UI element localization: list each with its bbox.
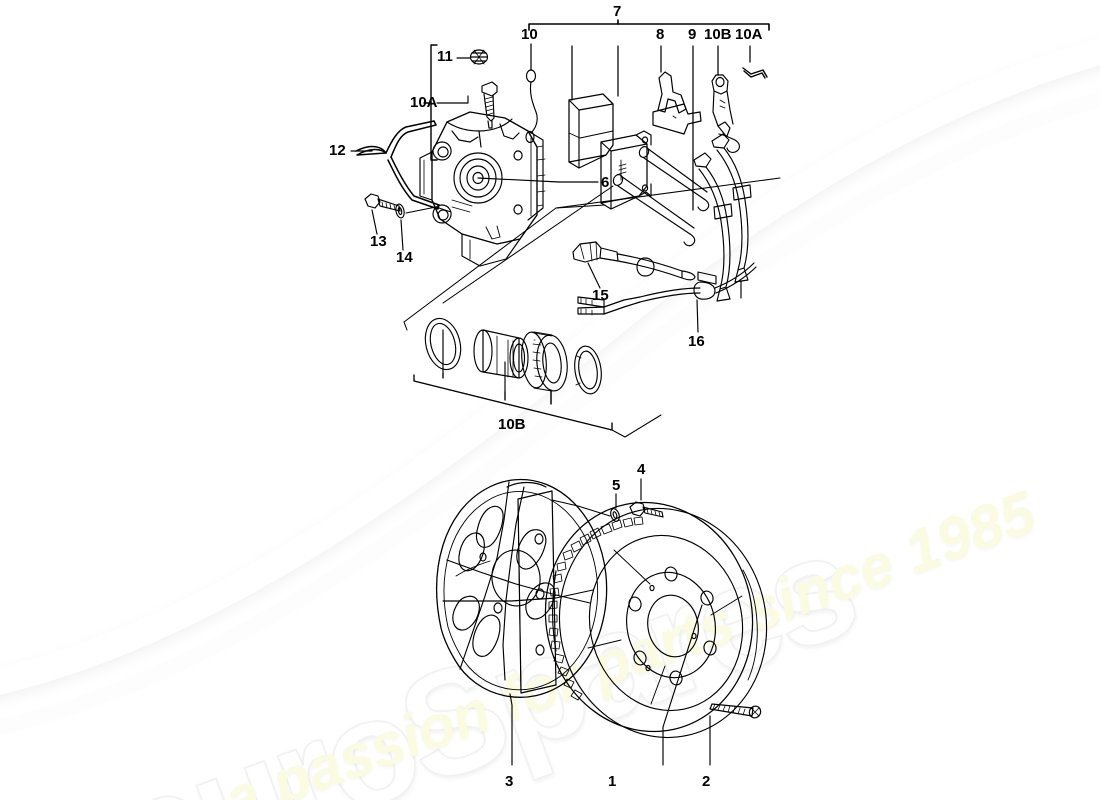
brake-pad-inner xyxy=(600,130,652,210)
brake-dust-shield xyxy=(436,478,608,698)
callout-1: 1 xyxy=(608,773,617,790)
leader-12 xyxy=(436,95,469,104)
callout-9: 9 xyxy=(688,26,697,43)
callout-11: 10B xyxy=(498,416,526,433)
callout-14: 12 xyxy=(329,142,346,159)
callout-10a: 10A xyxy=(735,27,763,42)
callout-17: 15 xyxy=(592,287,609,304)
piston-retaining-ring xyxy=(574,345,602,395)
callout-17a: 16 xyxy=(688,334,705,349)
callout-8: 8 xyxy=(656,26,665,43)
callout-2: 2 xyxy=(702,773,711,790)
callout-17a-num: 16 xyxy=(688,333,705,350)
retaining-clip-a xyxy=(742,67,768,79)
leader-16 xyxy=(400,219,404,251)
leader-17 xyxy=(587,262,601,289)
retaining-clip-b xyxy=(711,74,741,153)
leader-3 xyxy=(509,693,513,766)
caliper-mounting-bolt xyxy=(364,193,401,212)
callout-10b: 10B xyxy=(704,27,732,42)
callout-15: 13 xyxy=(370,233,387,250)
callout-5: 5 xyxy=(612,477,621,494)
leader-1 xyxy=(662,604,703,766)
caliper-piston xyxy=(473,329,529,379)
bleeder-valve-dust-cap xyxy=(469,49,489,65)
brake-pad-outer xyxy=(568,93,614,169)
pad-retaining-spring-cross xyxy=(652,71,702,135)
callout-4: 4 xyxy=(637,461,646,478)
callout-13: 11 xyxy=(437,48,453,65)
callout-10b-num: 10B xyxy=(704,26,732,43)
callout-3: 3 xyxy=(505,773,514,790)
piston-dust-boot xyxy=(521,331,568,392)
callout-7: 7 xyxy=(613,3,622,20)
brake-hose-lower xyxy=(693,152,733,302)
pad-retaining-pin-long xyxy=(638,146,710,212)
leader-15 xyxy=(371,209,378,235)
bracket-group-7 xyxy=(528,19,770,31)
washer-to-shield-line xyxy=(551,499,611,517)
callout-12: 10A xyxy=(410,94,438,111)
callout-10: 10 xyxy=(521,26,538,43)
bleeder-valve xyxy=(481,81,498,129)
callout-10a-num: 10A xyxy=(735,26,763,43)
leader-17a xyxy=(696,299,699,333)
callout-6: 6 xyxy=(601,174,610,191)
callout-16: 14 xyxy=(396,249,413,266)
